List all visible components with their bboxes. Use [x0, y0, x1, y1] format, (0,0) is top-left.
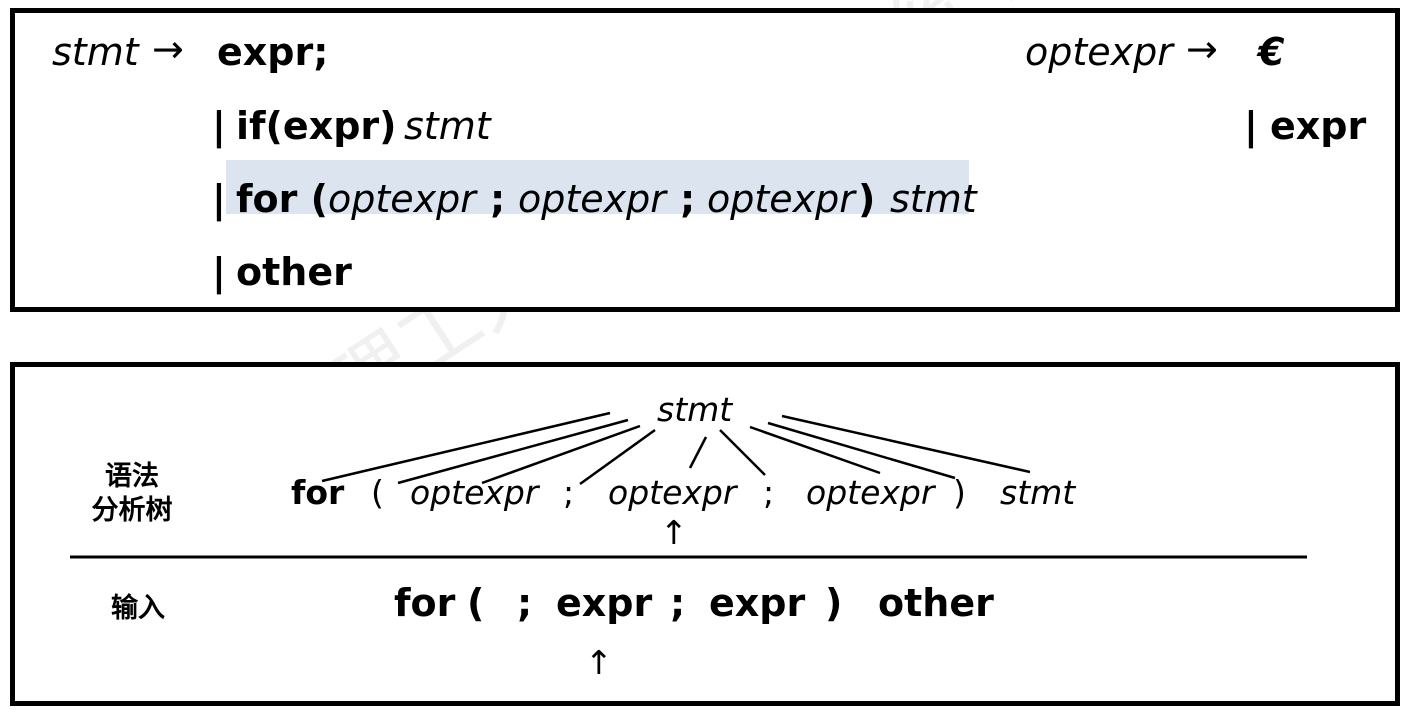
- rule-for-stmt: stmt: [890, 177, 977, 221]
- stmt-arrow: →: [152, 27, 184, 71]
- input-token-expr-1: expr: [556, 581, 653, 625]
- leaf-stmt: stmt: [1000, 473, 1076, 512]
- rule-for: for (: [236, 177, 328, 221]
- parse-box: [10, 362, 1400, 706]
- alt-bar-3: |: [212, 250, 226, 294]
- edge-stmt-for: [321, 411, 611, 483]
- rule-for-close: ): [858, 177, 876, 221]
- lookahead-input-pointer: ↑: [585, 643, 613, 682]
- lookahead-tree-pointer: ↑: [660, 513, 688, 552]
- tree-root-stmt: stmt: [657, 390, 733, 429]
- input-token-rparen: ): [825, 581, 843, 625]
- rule-for-semi-1: ;: [490, 177, 506, 221]
- leaf-rparen: ): [953, 473, 966, 512]
- input-token-other: other: [878, 581, 994, 625]
- edge-stmt-optexpr-1: [481, 424, 641, 485]
- alt-bar-1: |: [212, 104, 226, 148]
- leaf-optexpr-2: optexpr: [608, 473, 737, 512]
- stmt-head: stmt: [52, 30, 139, 74]
- leaf-optexpr-1: optexpr: [410, 473, 539, 512]
- leaf-semi-2: ;: [763, 473, 775, 512]
- input-token-semi-2: ;: [670, 581, 686, 625]
- input-label: 输入: [111, 593, 165, 624]
- rule-for-semi-2: ;: [680, 177, 696, 221]
- rule-for-optexpr-3: optexpr: [707, 177, 855, 221]
- leaf-for: for: [291, 473, 345, 512]
- input-token-semi-1: ;: [517, 581, 533, 625]
- rule-if-stmt: stmt: [404, 104, 491, 148]
- rule-expr: expr;: [217, 30, 329, 74]
- parse-tree-label: 语法 分析树: [91, 461, 173, 526]
- leaf-lparen: (: [371, 473, 384, 512]
- optexpr-arrow: →: [1186, 27, 1218, 71]
- edge-stmt-semi-2: [719, 429, 766, 476]
- input-token-lparen: (: [467, 581, 485, 625]
- leaf-optexpr-3: optexpr: [806, 473, 935, 512]
- alt-bar-optexpr: |: [1244, 104, 1258, 148]
- rule-other: other: [236, 250, 352, 294]
- leaf-semi-1: ;: [563, 473, 575, 512]
- rule-for-optexpr-2: optexpr: [518, 177, 666, 221]
- epsilon-symbol: €: [1258, 30, 1285, 74]
- for-rule-highlight: [226, 160, 969, 214]
- edge-stmt-optexpr-3: [749, 425, 881, 475]
- edge-stmt-rparen: [767, 421, 956, 480]
- input-token-expr-2: expr: [709, 581, 806, 625]
- edge-stmt-stmt: [781, 414, 1031, 474]
- edge-stmt-semi-1: [579, 428, 656, 486]
- input-token-for: for: [394, 581, 456, 625]
- edge-stmt-optexpr-2: [688, 436, 708, 469]
- edge-stmt-lparen: [397, 418, 629, 485]
- rule-if: if(expr): [236, 104, 397, 148]
- alt-bar-2: |: [212, 177, 226, 221]
- optexpr-head: optexpr: [1025, 30, 1173, 74]
- rule-for-optexpr-1: optexpr: [328, 177, 476, 221]
- optexpr-alt-expr: expr: [1270, 104, 1367, 148]
